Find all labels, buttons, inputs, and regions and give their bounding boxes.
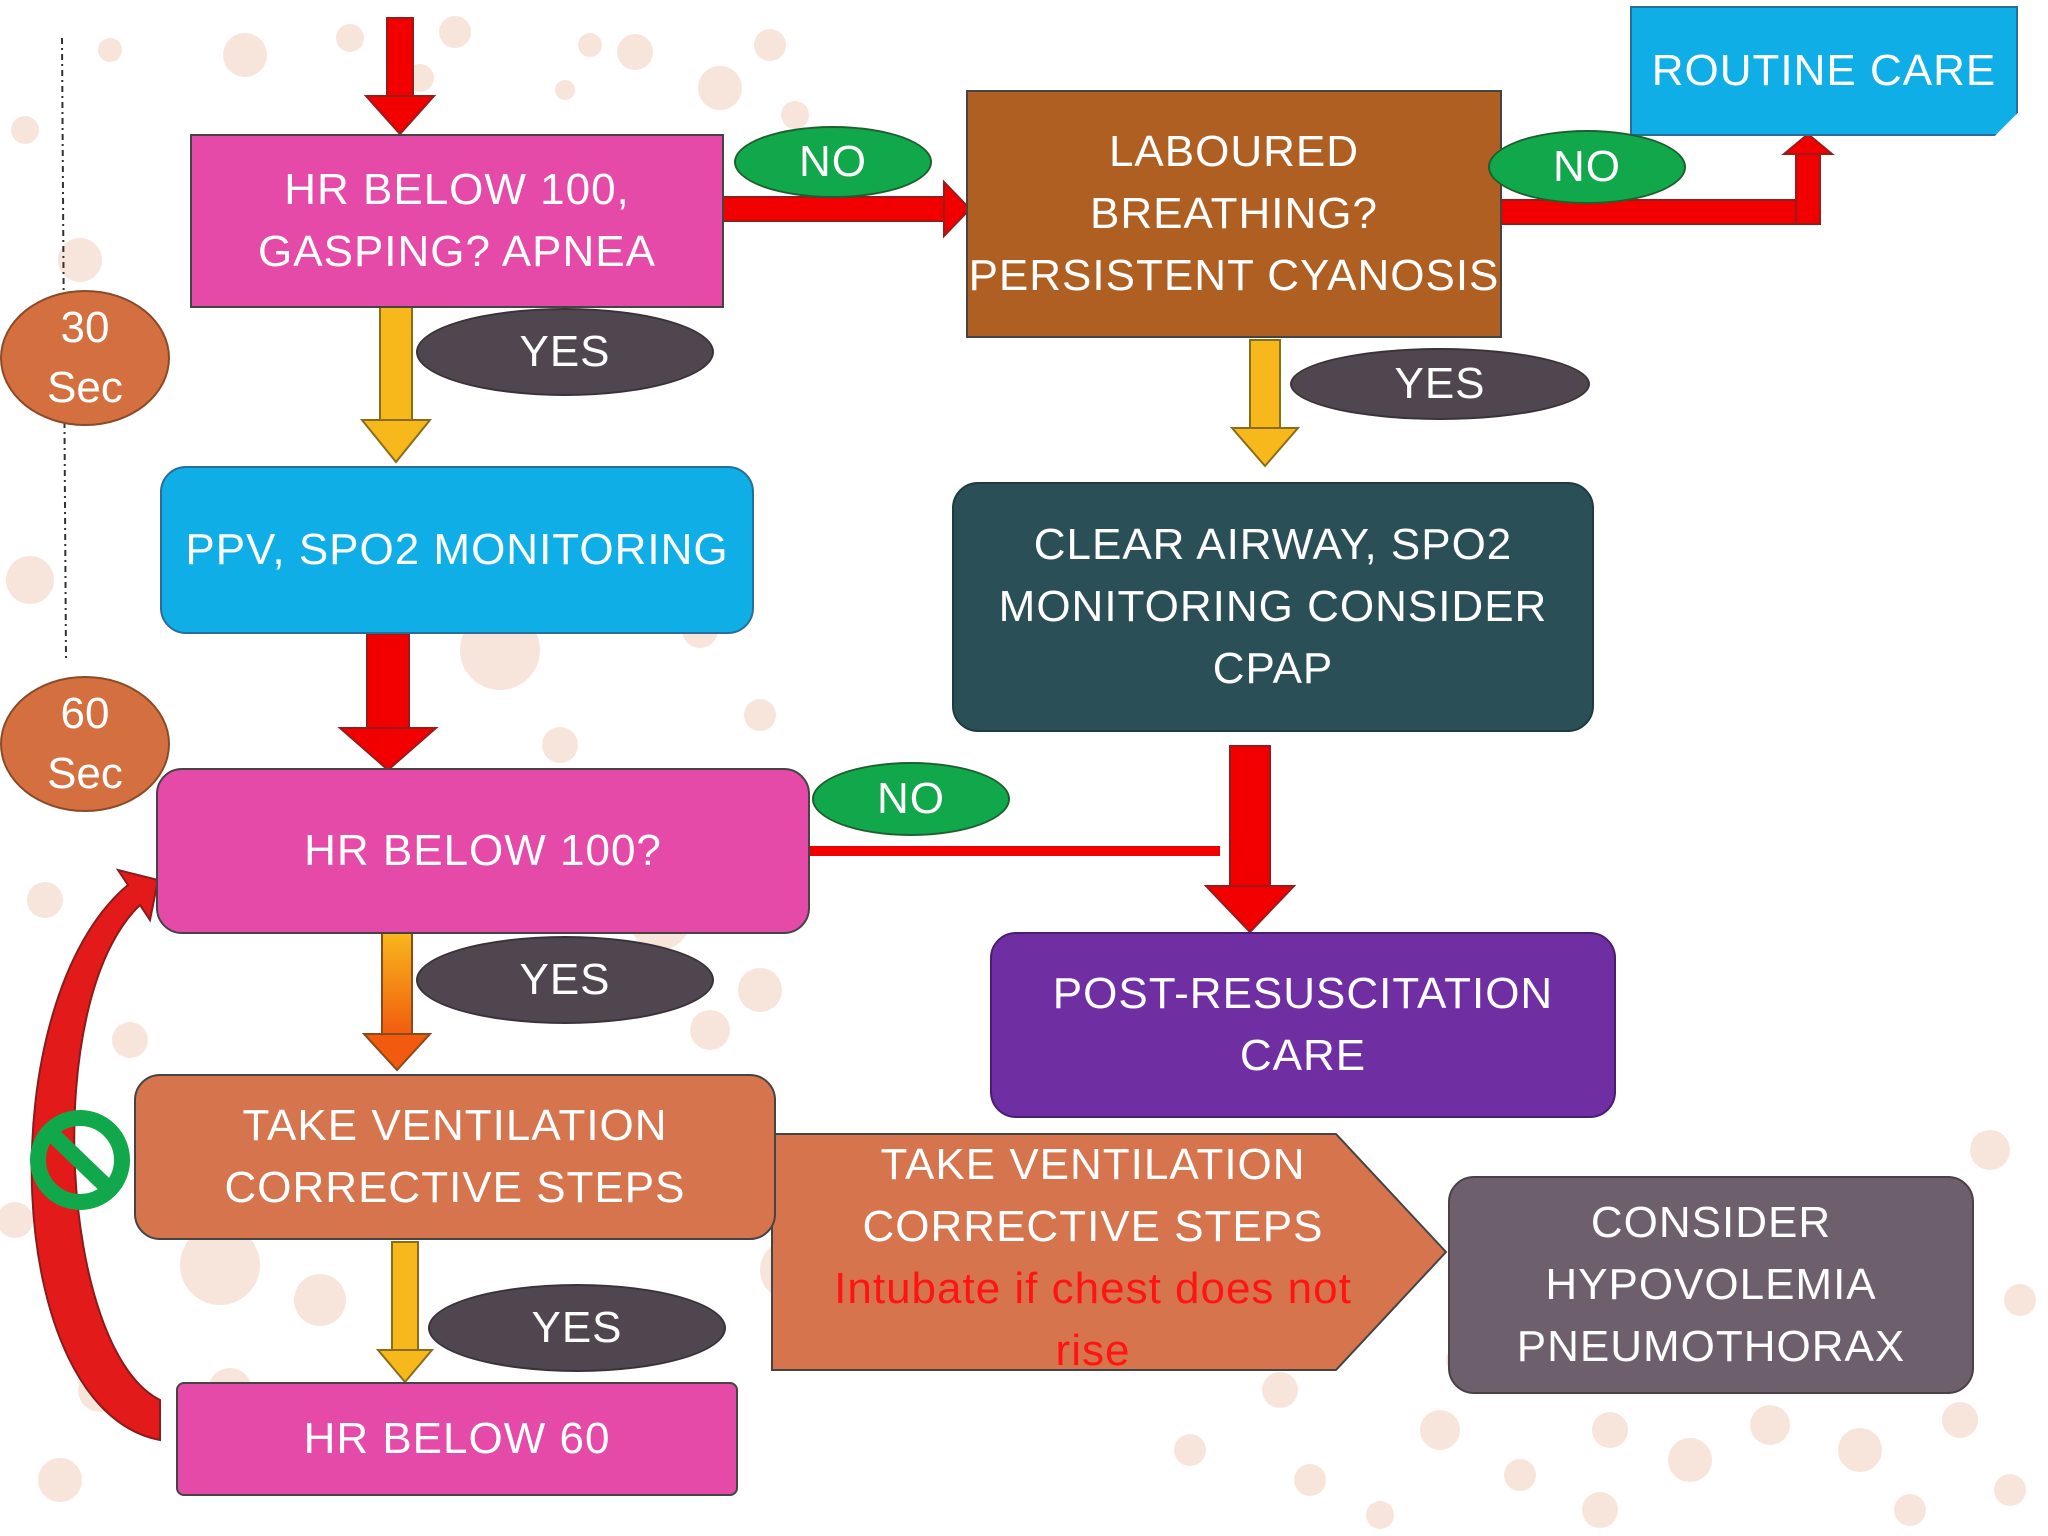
node-line: HR BELOW 100? [304,826,662,875]
label-no-gasping: NO [734,126,932,198]
node-take-ventilation-intubate: TAKE VENTILATION CORRECTIVE STEPS Intuba… [778,1140,1408,1376]
node-line: ROUTINE CARE [1651,46,1997,95]
timer-value: 30 [60,303,110,352]
label-no-laboured: NO [1488,130,1686,204]
node-hr-below-60: HR BELOW 60 [176,1382,738,1496]
pentagon-arrow-shape [771,1133,1448,1371]
arrow-yes-to-take-ventilation [361,931,433,1072]
timer-unit: Sec [47,749,123,798]
node-take-ventilation-steps: TAKE VENTILATION CORRECTIVE STEPS [134,1074,776,1240]
node-hr-below-100: HR BELOW 100? [156,768,810,934]
label-yes-laboured: YES [1290,348,1590,420]
label-no-hr-below-100: NO [812,762,1010,836]
intubate-note-line: Intubate if chest does not [834,1264,1352,1313]
node-line: CONSIDER [1590,1198,1832,1247]
node-line: CORRECTIVE STEPS [862,1202,1324,1251]
node-line: MONITORING CONSIDER [998,582,1548,631]
node-clear-airway: CLEAR AIRWAY, SPO2 MONITORING CONSIDER C… [952,482,1594,732]
node-line: BREATHING? [1090,189,1378,238]
node-line: HR BELOW 60 [303,1414,611,1463]
node-line: PERSISTENT CYANOSIS [968,251,1500,300]
prohibited-icon [30,1110,130,1210]
timer-60-sec: 60 Sec [0,676,170,812]
node-line: CPAP [1212,644,1334,693]
node-line: HR BELOW 100, [284,165,630,214]
entry-arrow [363,17,437,136]
node-line: PPV, SPO2 MONITORING [185,525,729,574]
node-line: LABOURED [1108,127,1360,176]
timer-value: 60 [60,689,110,738]
arrow-yes-to-clear-airway [1229,339,1301,468]
arrow-yes-to-ppv [359,303,433,464]
node-line: CORRECTIVE STEPS [224,1163,686,1212]
node-routine-care: ROUTINE CARE [1630,6,2018,136]
arrow-clear-airway-to-post-resus [1203,745,1297,934]
node-laboured-breathing: LABOURED BREATHING? PERSISTENT CYANOSIS [966,90,1502,338]
arrow-no-to-routine-care [1499,132,1835,225]
arrow-no-to-laboured [714,179,972,239]
node-line: PNEUMOTHORAX [1516,1322,1906,1371]
intubate-note-line: rise [1055,1326,1131,1375]
arrow-yes-to-hr-below-60 [375,1241,435,1384]
node-line: CLEAR AIRWAY, SPO2 [1033,520,1513,569]
line-no-to-post-resus [808,846,1220,856]
node-line: TAKE VENTILATION [880,1140,1306,1189]
node-post-resuscitation-care: POST-RESUSCITATION CARE [990,932,1616,1118]
node-line: CARE [1239,1031,1367,1080]
node-line: HYPOVOLEMIA [1545,1260,1877,1309]
label-yes-gasping: YES [416,308,714,396]
node-line: POST-RESUSCITATION [1052,969,1554,1018]
node-hr-below-100-gasping: HR BELOW 100, GASPING? APNEA [190,134,724,308]
arrow-ppv-to-hr-below-100 [337,633,439,772]
timer-unit: Sec [47,363,123,412]
node-consider-hypovolemia: CONSIDER HYPOVOLEMIA PNEUMOTHORAX [1448,1176,1974,1394]
node-ppv-spo2-monitoring: PPV, SPO2 MONITORING [160,466,754,634]
label-yes-take-ventilation: YES [428,1284,726,1372]
label-yes-hr-below-100: YES [416,936,714,1024]
node-line: TAKE VENTILATION [242,1101,668,1150]
loop-back-arrow [30,868,161,1442]
timer-30-sec: 30 Sec [0,290,170,426]
node-line: GASPING? APNEA [258,227,656,276]
